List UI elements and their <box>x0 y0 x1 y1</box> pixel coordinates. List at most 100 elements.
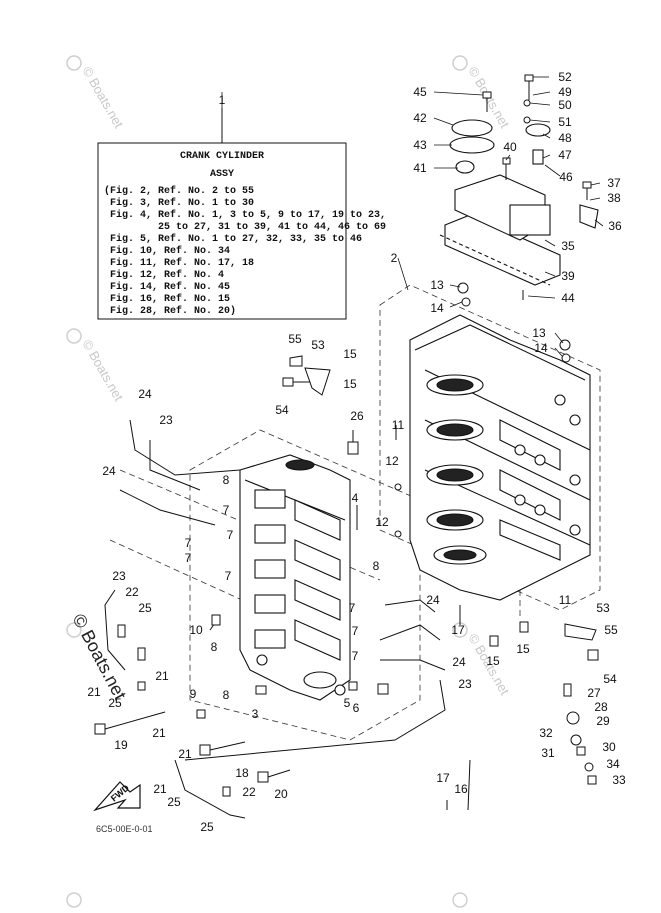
callout-21: 21 <box>155 669 169 683</box>
callout-22: 22 <box>125 585 139 599</box>
callout-23: 23 <box>112 569 126 583</box>
callout-7: 7 <box>349 601 356 615</box>
callout-25: 25 <box>167 795 181 809</box>
callout-49: 49 <box>558 85 572 99</box>
box-line: Fig. 10, Ref. No. 34 <box>104 245 230 257</box>
box-line: Fig. 14, Ref. No. 45 <box>104 281 230 293</box>
crankcase <box>239 454 351 701</box>
callout-21: 21 <box>152 726 166 740</box>
box-line: Fig. 4, Ref. No. 1, 3 to 5, 9 to 17, 19 … <box>104 209 386 221</box>
callout-52: 52 <box>558 70 572 84</box>
callout-21: 21 <box>178 747 192 761</box>
callout-45: 45 <box>413 85 427 99</box>
callout-36: 36 <box>608 219 622 233</box>
callout-7: 7 <box>185 536 192 550</box>
callout-7: 7 <box>352 624 359 638</box>
box-line: Fig. 5, Ref. No. 1 to 27, 32, 33, 35 to … <box>104 233 362 245</box>
callout-32: 32 <box>539 726 553 740</box>
callout-17: 17 <box>436 771 450 785</box>
callout-5: 5 <box>344 696 351 710</box>
callout-8: 8 <box>223 688 230 702</box>
callout-31: 31 <box>541 746 555 760</box>
callout-54: 54 <box>275 403 289 417</box>
callouts: 1 2 3 4 5 6 7 7 7 7 7 7 7 7 8 8 8 8 9 10… <box>87 70 626 834</box>
callout-13: 13 <box>430 278 444 292</box>
watermark-text: © Boats.net <box>79 337 126 404</box>
callout-24: 24 <box>102 464 116 478</box>
fwd-arrow-icon: FWD <box>93 781 141 812</box>
callout-40: 40 <box>503 140 517 154</box>
callout-29: 29 <box>596 714 610 728</box>
callout-15: 15 <box>486 654 500 668</box>
callout-14: 14 <box>534 341 548 355</box>
callout-38: 38 <box>607 191 621 205</box>
callout-42: 42 <box>413 111 427 125</box>
callout-53: 53 <box>311 338 325 352</box>
box-line: 25 to 27, 31 to 39, 41 to 44, 46 to 69 <box>104 222 386 233</box>
callout-11: 11 <box>392 418 405 432</box>
callout-43: 43 <box>413 138 427 152</box>
cylinder-block <box>409 314 591 601</box>
leader-lines <box>221 76 604 357</box>
callout-8: 8 <box>373 559 380 573</box>
callout-11: 11 <box>559 593 572 607</box>
callout-9: 9 <box>190 687 197 701</box>
callout-7: 7 <box>227 528 234 542</box>
callout-54: 54 <box>603 672 617 686</box>
callout-18: 18 <box>235 766 249 780</box>
callout-6: 6 <box>353 701 360 715</box>
callout-25: 25 <box>138 601 152 615</box>
callout-48: 48 <box>558 131 572 145</box>
callout-35: 35 <box>561 239 575 253</box>
callout-27: 27 <box>587 686 601 700</box>
callout-47: 47 <box>558 148 572 162</box>
callout-20: 20 <box>274 787 288 801</box>
callout-8: 8 <box>211 640 218 654</box>
cover-assembly <box>439 119 599 286</box>
callout-22: 22 <box>242 785 256 799</box>
box-title: CRANK CYLINDER <box>180 151 264 162</box>
callout-51: 51 <box>558 115 572 129</box>
callout-30: 30 <box>602 740 616 754</box>
callout-39: 39 <box>561 269 575 283</box>
callout-21: 21 <box>87 685 101 699</box>
callout-50: 50 <box>558 98 572 112</box>
callout-53: 53 <box>596 601 610 615</box>
callout-34: 34 <box>606 757 620 771</box>
callout-1: 1 <box>219 93 226 107</box>
callout-15: 15 <box>343 377 357 391</box>
callout-46: 46 <box>559 170 573 184</box>
callout-19: 19 <box>114 738 128 752</box>
box-line: Fig. 11, Ref. No. 17, 18 <box>104 257 254 269</box>
reference-box: CRANK CYLINDER ASSY (Fig. 2, Ref. No. 2 … <box>97 108 386 320</box>
callout-7: 7 <box>223 503 230 517</box>
box-subtitle: ASSY <box>210 169 234 180</box>
callout-15: 15 <box>516 642 530 656</box>
callout-7: 7 <box>352 649 359 663</box>
callout-14: 14 <box>430 301 444 315</box>
callout-7: 7 <box>225 569 232 583</box>
callout-21: 21 <box>153 782 167 796</box>
callout-26: 26 <box>350 409 364 423</box>
box-line: Fig. 3, Ref. No. 1 to 30 <box>104 197 254 209</box>
callout-23: 23 <box>458 677 472 691</box>
box-line: Fig. 16, Ref. No. 15 <box>104 293 230 305</box>
callout-15: 15 <box>343 347 357 361</box>
hoses <box>104 419 471 819</box>
callout-17: 17 <box>451 623 465 637</box>
box-line: Fig. 28, Ref. No. 20) <box>104 305 236 317</box>
callout-16: 16 <box>454 782 468 796</box>
callout-41: 41 <box>413 161 427 175</box>
callout-12: 12 <box>385 454 399 468</box>
callout-24: 24 <box>138 387 152 401</box>
callout-7: 7 <box>185 551 192 565</box>
callout-2: 2 <box>391 251 398 265</box>
callout-25: 25 <box>200 820 214 834</box>
callout-4: 4 <box>352 491 359 505</box>
callout-33: 33 <box>612 773 626 787</box>
box-line: Fig. 12, Ref. No. 4 <box>104 269 224 281</box>
callout-24: 24 <box>426 593 440 607</box>
callout-25: 25 <box>108 696 122 710</box>
callout-28: 28 <box>594 700 608 714</box>
callout-55: 55 <box>604 623 618 637</box>
